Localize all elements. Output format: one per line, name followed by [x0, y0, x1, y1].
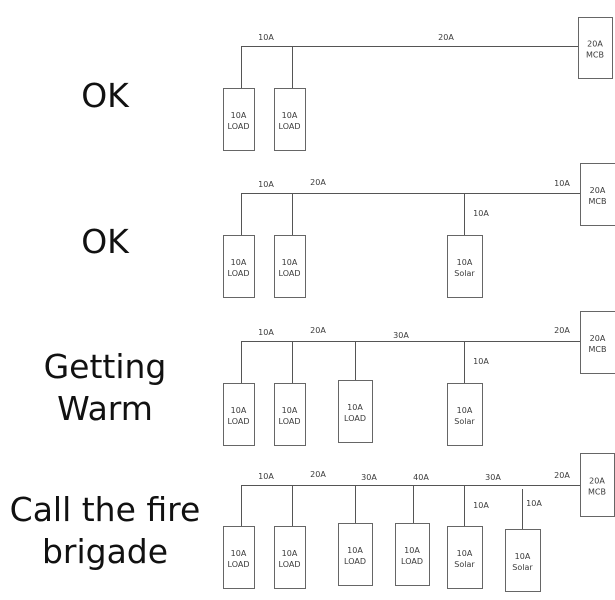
segment-current-label: 30A — [361, 473, 377, 482]
load-box — [223, 235, 255, 298]
segment-current-label: 20A — [554, 471, 570, 480]
load-box-rating: 10A — [231, 406, 247, 415]
mcb-breaker-type: MCB — [589, 345, 607, 354]
load-box-type: LOAD — [279, 560, 301, 569]
solar-inverter-box-rating: 10A — [457, 549, 473, 558]
load-box-rating: 10A — [231, 549, 247, 558]
mcb-breaker-type: MCB — [586, 51, 604, 60]
mcb-breaker-rating: 20A — [587, 40, 603, 49]
branch-current-label: 10A — [473, 357, 489, 366]
load-box — [223, 526, 255, 589]
segment-current-label: 10A — [258, 328, 274, 337]
load-box-rating: 10A — [282, 549, 298, 558]
load-box-type: LOAD — [279, 269, 301, 278]
status-line: Getting — [43, 347, 167, 386]
load-box-rating: 10A — [282, 111, 298, 120]
load-box-rating: 10A — [231, 258, 247, 267]
segment-current-label: 10A — [554, 179, 570, 188]
load-box — [223, 88, 255, 151]
branch-current-label: 10A — [526, 499, 542, 508]
load-box-type: LOAD — [228, 417, 250, 426]
load-box-rating: 10A — [282, 406, 298, 415]
load-box-type: LOAD — [401, 557, 423, 566]
status-label-1: OK — [0, 75, 210, 117]
solar-inverter-box-rating: 10A — [457, 258, 473, 267]
mcb-breaker — [580, 311, 615, 374]
mcb-breaker — [580, 453, 615, 517]
segment-current-label: 30A — [485, 473, 501, 482]
load-box-type: LOAD — [228, 122, 250, 131]
load-box-type: LOAD — [228, 269, 250, 278]
segment-current-label: 30A — [393, 331, 409, 340]
status-line: Call the fire — [9, 490, 201, 529]
status-label-2: OK — [0, 221, 210, 263]
load-box-type: LOAD — [344, 414, 366, 423]
load-box-rating: 10A — [282, 258, 298, 267]
status-line: OK — [81, 222, 129, 261]
mcb-breaker-type: MCB — [589, 197, 607, 206]
segment-current-label: 20A — [310, 470, 326, 479]
load-box-type: LOAD — [279, 417, 301, 426]
status-line: OK — [81, 76, 129, 115]
branch-current-label: 10A — [473, 501, 489, 510]
solar-inverter-box-rating: 10A — [457, 406, 473, 415]
branch-current-label: 10A — [473, 209, 489, 218]
segment-current-label: 20A — [438, 33, 454, 42]
segment-current-label: 10A — [258, 180, 274, 189]
mcb-breaker — [578, 17, 613, 79]
status-label-4: Call the fire brigade — [0, 489, 210, 573]
mcb-breaker-rating: 20A — [590, 334, 606, 343]
segment-current-label: 40A — [413, 473, 429, 482]
status-line: Warm — [57, 389, 153, 428]
mcb-breaker-rating: 20A — [589, 477, 605, 486]
load-box — [395, 523, 430, 586]
load-box-rating: 10A — [347, 546, 363, 555]
solar-inverter-box — [447, 383, 483, 446]
solar-inverter-box-type: Solar — [454, 269, 475, 278]
segment-current-label: 20A — [554, 326, 570, 335]
status-line: brigade — [41, 532, 169, 571]
segment-current-label: 20A — [310, 178, 326, 187]
load-box-type: LOAD — [344, 557, 366, 566]
segment-current-label: 10A — [258, 33, 274, 42]
load-box-rating: 10A — [404, 546, 420, 555]
load-box — [223, 383, 255, 446]
load-box-rating: 10A — [347, 403, 363, 412]
load-box — [274, 526, 306, 589]
load-box-rating: 10A — [231, 111, 247, 120]
solar-inverter-box — [447, 235, 483, 298]
mcb-breaker-rating: 20A — [590, 186, 606, 195]
solar-inverter-box — [505, 529, 541, 592]
load-box — [338, 523, 373, 586]
load-box-type: LOAD — [279, 122, 301, 131]
segment-current-label: 20A — [310, 326, 326, 335]
status-label-3: Getting Warm — [0, 346, 210, 430]
mcb-breaker-type: MCB — [588, 488, 606, 497]
load-box — [274, 235, 306, 298]
mcb-breaker — [580, 163, 615, 226]
segment-current-label: 10A — [258, 472, 274, 481]
load-box — [274, 383, 306, 446]
solar-inverter-box-type: Solar — [512, 563, 533, 572]
solar-inverter-box — [447, 526, 483, 589]
load-box — [338, 380, 373, 443]
solar-inverter-box-rating: 10A — [515, 552, 531, 561]
load-box-type: LOAD — [228, 560, 250, 569]
load-box — [274, 88, 306, 151]
solar-inverter-box-type: Solar — [454, 417, 475, 426]
solar-inverter-box-type: Solar — [454, 560, 475, 569]
